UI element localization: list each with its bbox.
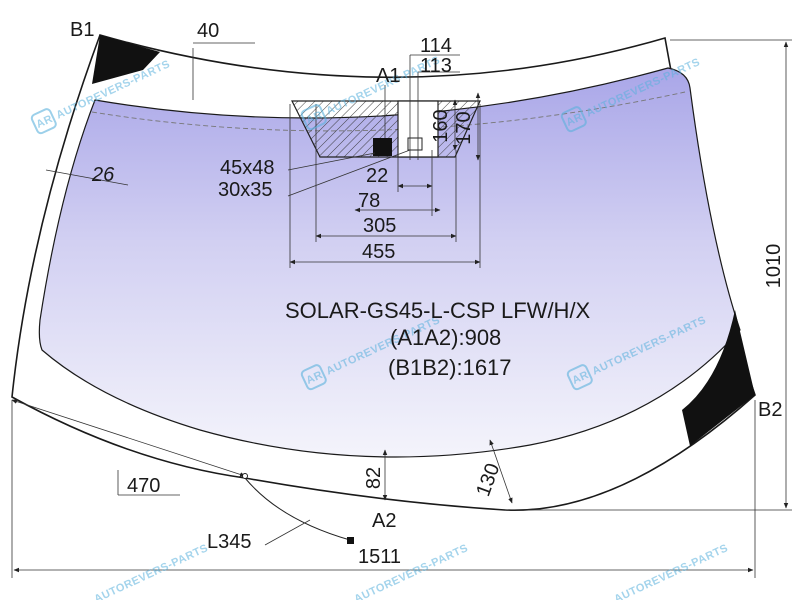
dim-114-label: 114 — [420, 35, 452, 57]
point-a1-label: A1 — [376, 65, 400, 87]
dim-30x35-label: 30x35 — [218, 179, 273, 201]
dim-1511-label: 1511 — [358, 546, 401, 568]
dim-78-label: 78 — [358, 190, 380, 212]
svg-text:AUTOREVERS-PARTS: AUTOREVERS-PARTS — [612, 542, 730, 600]
dim-line-26 — [45, 169, 129, 186]
watermark-6: AUTOREVERS-PARTS — [92, 542, 210, 600]
shade-band-line — [91, 91, 686, 132]
dim-82-label: 82 — [363, 467, 385, 489]
dim-113-label: 113 — [420, 55, 452, 77]
dim-455-label: 455 — [362, 241, 395, 263]
dim-40-label: 40 — [197, 20, 219, 42]
dim-305-label: 305 — [363, 215, 396, 237]
sensor-pad-black — [373, 138, 392, 156]
svg-text:AUTOREVERS-PARTS: AUTOREVERS-PARTS — [92, 542, 210, 600]
black-corner-b2 — [682, 310, 755, 446]
wire-l345 — [244, 477, 351, 541]
dim-160-label: 160 — [430, 109, 452, 142]
dim-l345-label: L345 — [207, 531, 252, 553]
dim-1010-label: 1010 — [763, 244, 785, 289]
dim-leader-45x48 — [287, 152, 376, 171]
dim-170-label: 170 — [453, 111, 475, 144]
watermark-8: AUTOREVERS-PARTS — [612, 542, 730, 600]
dim-line-470 — [11, 399, 246, 477]
dim-22-label: 22 — [366, 165, 388, 187]
point-a2-label: A2 — [372, 510, 396, 532]
product-code: SOLAR-GS45-L-CSP LFW/H/X — [285, 298, 591, 323]
wire-connector — [347, 537, 354, 544]
dim-leader-30x35 — [287, 149, 411, 197]
product-a1a2: (A1A2):908 — [390, 325, 501, 350]
dim-45x48-label: 45x48 — [220, 157, 275, 179]
black-corner-b1 — [92, 35, 160, 84]
wire-start-point — [242, 473, 248, 479]
sensor-pad-square — [407, 137, 423, 151]
dim-470-label: 470 — [127, 475, 160, 497]
product-b1b2: (B1B2):1617 — [388, 355, 512, 380]
dim-line-130 — [489, 439, 513, 504]
dim-26-label: 26 — [91, 164, 115, 186]
point-b2-label: B2 — [758, 399, 782, 421]
dim-leader-l345 — [264, 519, 311, 546]
point-b1-label: B1 — [70, 19, 94, 41]
